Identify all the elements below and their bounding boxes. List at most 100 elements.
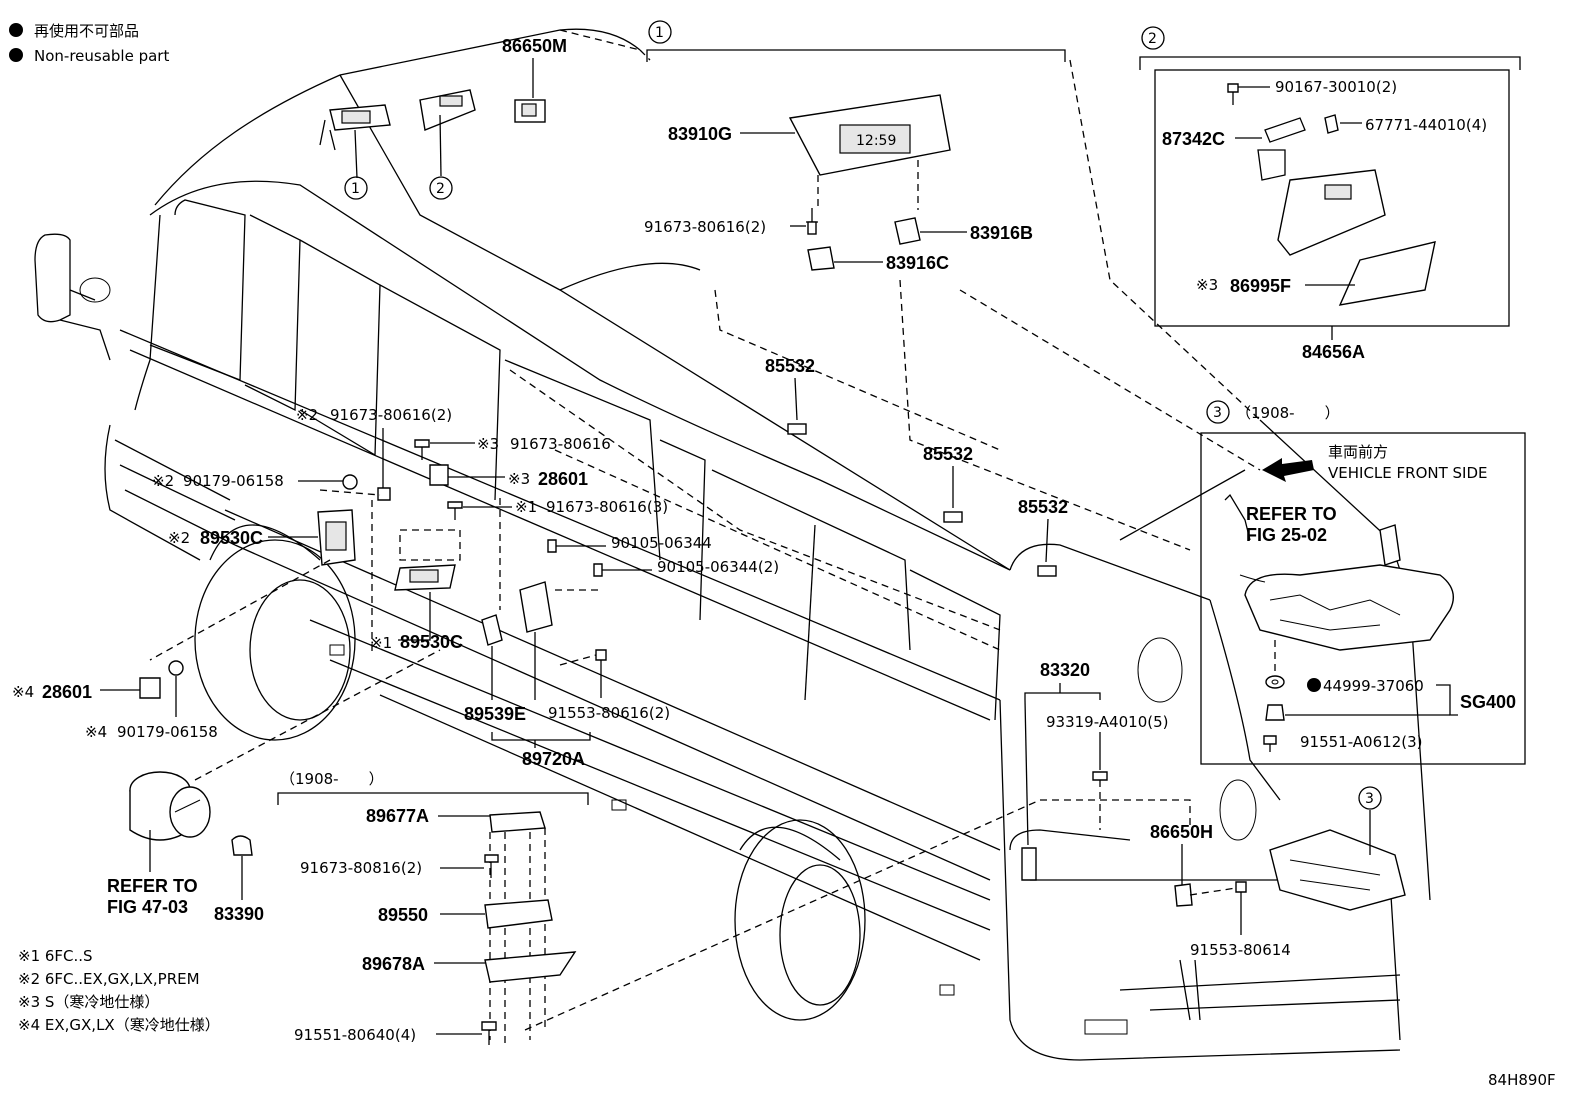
mark-91673-80616-2b: ※2 xyxy=(296,406,318,424)
callout-2-text: 2 xyxy=(436,181,445,197)
label-91673-80616-2: 91673-80616(2) xyxy=(644,218,766,236)
callout-1-circle xyxy=(648,20,672,44)
label-90179-06158-a: 90179-06158 xyxy=(183,472,284,490)
legend: 再使用不可部品 Non-reusable part xyxy=(9,22,169,65)
label-91673-80616: 91673-80616 xyxy=(510,435,611,453)
label-90105-06344-a: 90105-06344 xyxy=(611,534,712,552)
label-91553-80614: 91553-80614 xyxy=(1190,941,1291,959)
label-28601-a: 28601 xyxy=(538,469,588,489)
sub-date: （1908- ） xyxy=(280,770,384,788)
label-83390: 83390 xyxy=(214,904,264,924)
box3-front-en: VEHICLE FRONT SIDE xyxy=(1328,464,1488,482)
module-89550 xyxy=(484,899,553,929)
callout-3-text: 3 xyxy=(1365,791,1374,807)
box3-date: （1908- ） xyxy=(1236,404,1340,422)
label-28601-b: 28601 xyxy=(42,682,92,702)
label-89678A: 89678A xyxy=(362,954,425,974)
label-44999-37060: 44999-37060 xyxy=(1323,677,1424,695)
mark-91673-80616: ※3 xyxy=(477,435,499,453)
refer-47-line2: FIG 47-03 xyxy=(107,897,188,917)
box3-front-jp: 車両前方 xyxy=(1328,443,1388,461)
rear-parts: 83320 93319-A4010(5) 86650H 91553-80614 … xyxy=(1021,660,1406,959)
label-86650H: 86650H xyxy=(1150,822,1213,842)
clips-85532: 85532 85532 85532 xyxy=(765,356,1068,577)
mark-89530C-a: ※2 xyxy=(168,529,190,547)
callout-1-text: 1 xyxy=(351,181,360,197)
mark-90179-a: ※2 xyxy=(152,472,174,490)
group-1-console: 1 12:59 83910G 91673-80616(2) 83916B 839… xyxy=(644,20,1066,273)
figure-code: 84H890F xyxy=(1488,1071,1556,1089)
label-87342C: 87342C xyxy=(1162,129,1225,149)
callout-3-circle xyxy=(1206,400,1230,424)
callout-3-text: 3 xyxy=(1213,405,1222,421)
mark-28601-b: ※4 xyxy=(12,683,34,701)
svg-text:12:59: 12:59 xyxy=(856,133,896,149)
label-90179-06158-b: 90179-06158 xyxy=(117,723,218,741)
callout-1-text: 1 xyxy=(655,25,664,41)
label-91673-80616-3: 91673-80616(3) xyxy=(546,498,668,516)
label-83916C: 83916C xyxy=(886,253,949,273)
non-reusable-dot-icon xyxy=(1307,678,1321,692)
mark-86995F: ※3 xyxy=(1196,276,1218,294)
clock-display xyxy=(839,124,911,154)
mark-91673-80616-3: ※1 xyxy=(515,498,537,516)
label-91673-80816: 91673-80816(2) xyxy=(300,859,422,877)
label-83320: 83320 xyxy=(1040,660,1090,680)
tank-part-3 xyxy=(1269,829,1406,911)
bracket-89720A xyxy=(519,581,553,633)
label-89677A: 89677A xyxy=(366,806,429,826)
vehicle-front-arrow-icon xyxy=(1262,458,1314,482)
group-3-box: 3 （1908- ） 車両前方 VEHICLE FRONT SIDE REFER… xyxy=(1200,400,1526,765)
mark-90179-b: ※4 xyxy=(85,723,107,741)
vehicle-body xyxy=(34,28,1431,1061)
label-91551-A0612: 91551-A0612(3) xyxy=(1300,733,1422,751)
label-85532-c: 85532 xyxy=(1018,497,1068,517)
callout-2-text: 2 xyxy=(1148,31,1157,47)
label-86650M: 86650M xyxy=(502,36,567,56)
note-2: ※2 6FC..EX,GX,LX,PREM xyxy=(18,970,200,988)
box3-refer-line2: FIG 25-02 xyxy=(1246,525,1327,545)
callout-3-circle xyxy=(1358,786,1382,810)
callout-2-circle xyxy=(1141,26,1165,50)
horn-group: REFER TO FIG 47-03 83390 xyxy=(107,649,441,924)
left-side-sensors: ※2 91673-80616(2) ※3 91673-80616 ※2 9017… xyxy=(12,406,779,769)
clip-83916C xyxy=(807,246,835,271)
top-parts: 1 2 86650M xyxy=(319,36,567,200)
box3-refer-line1: REFER TO xyxy=(1246,504,1337,524)
label-89530C-a: 89530C xyxy=(200,528,263,548)
legend-jp: 再使用不可部品 xyxy=(34,22,139,40)
label-91551-80640: 91551-80640(4) xyxy=(294,1026,416,1044)
label-90167-30010: 90167-30010(2) xyxy=(1275,78,1397,96)
note-3: ※3 S（寒冷地仕様） xyxy=(18,993,159,1011)
label-89539E: 89539E xyxy=(464,704,526,724)
label-91553-80616: 91553-80616(2) xyxy=(548,704,670,722)
mark-89530C-b: ※1 xyxy=(370,634,392,652)
label-89720A: 89720A xyxy=(522,749,585,769)
note-1: ※1 6FC..S xyxy=(18,947,93,965)
label-89530C-b: 89530C xyxy=(400,632,463,652)
notes: ※1 6FC..S ※2 6FC..EX,GX,LX,PREM ※3 S（寒冷地… xyxy=(18,947,220,1034)
label-90105-06344-b: 90105-06344(2) xyxy=(657,558,779,576)
label-SG400: SG400 xyxy=(1460,692,1516,712)
label-91673-80616-2b: 91673-80616(2) xyxy=(330,406,452,424)
label-89550: 89550 xyxy=(378,905,428,925)
pad-86995F-part xyxy=(1338,241,1436,306)
group-2-lamp: 2 90167-30010(2) 87342C 67771-44010(4) ※… xyxy=(1139,26,1521,362)
label-93319-A4010: 93319-A4010(5) xyxy=(1046,713,1168,731)
box-3-frame xyxy=(1200,432,1526,765)
non-reusable-dot-icon xyxy=(9,23,23,37)
lamp-housing-part xyxy=(1277,169,1386,256)
refer-47-line1: REFER TO xyxy=(107,876,198,896)
note-4: ※4 EX,GX,LX（寒冷地仕様） xyxy=(18,1016,220,1034)
mark-28601-a: ※3 xyxy=(508,470,530,488)
label-67771-44010: 67771-44010(4) xyxy=(1365,116,1487,134)
label-83916B: 83916B xyxy=(970,223,1033,243)
label-85532-a: 85532 xyxy=(765,356,815,376)
tank-assembly xyxy=(1244,564,1454,651)
callout-2-circle xyxy=(429,176,453,200)
label-83910G: 83910G xyxy=(668,124,732,144)
non-reusable-dot-icon xyxy=(9,48,23,62)
label-84656A: 84656A xyxy=(1302,342,1365,362)
legend-en: Non-reusable part xyxy=(34,47,169,65)
